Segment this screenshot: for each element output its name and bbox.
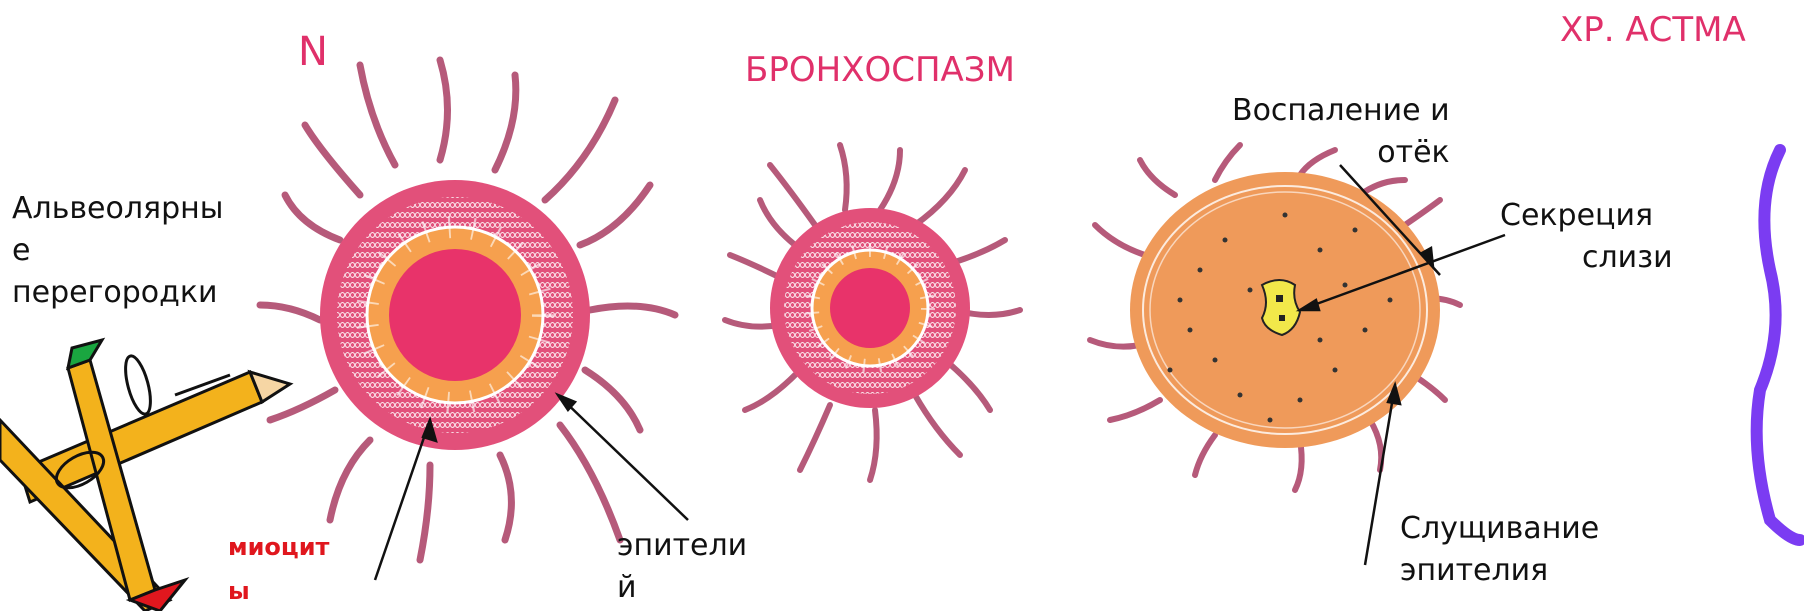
- title-normal: N: [298, 30, 328, 74]
- label-myocytes: миоцит ы: [228, 525, 329, 613]
- label-mucus-secretion-line1: Секреция: [1500, 195, 1673, 237]
- label-mucus-secretion-line2: слизи: [1500, 237, 1673, 279]
- label-epithelium-line1: эпители: [617, 525, 747, 567]
- label-alveolar-septa-line2: е: [12, 230, 223, 272]
- label-epithelial-shedding-line2: эпителия: [1400, 550, 1599, 592]
- title-chronic-asthma: ХР. АСТМА: [1560, 12, 1746, 49]
- asthma-bronchus: [1090, 145, 1460, 490]
- mucus-plug: [1262, 280, 1300, 335]
- label-epithelial-shedding-line1: Слущивание: [1400, 508, 1599, 550]
- label-alveolar-septa: Альвеолярны е перегородки: [12, 188, 223, 314]
- label-inflammation-line1: Воспаление и: [1232, 90, 1450, 132]
- label-myocytes-line1: миоцит: [228, 525, 329, 569]
- label-epithelial-shedding: Слущивание эпителия: [1400, 508, 1599, 592]
- normal-bronchus: [260, 60, 675, 560]
- label-inflammation: Воспаление и отёк: [1232, 90, 1450, 174]
- label-alveolar-septa-line1: Альвеолярны: [12, 188, 223, 230]
- title-bronchospasm: БРОНХОСПАЗМ: [745, 52, 1015, 89]
- label-epithelium: эпители й: [617, 525, 747, 609]
- label-inflammation-line2: отёк: [1232, 132, 1450, 174]
- purple-decoration: [1757, 150, 1800, 540]
- label-epithelium-line2: й: [617, 567, 747, 609]
- bronchospasm-bronchus: [725, 145, 1020, 480]
- label-alveolar-septa-line3: перегородки: [12, 272, 223, 314]
- label-mucus-secretion: Секреция слизи: [1500, 195, 1673, 279]
- label-myocytes-line2: ы: [228, 569, 329, 613]
